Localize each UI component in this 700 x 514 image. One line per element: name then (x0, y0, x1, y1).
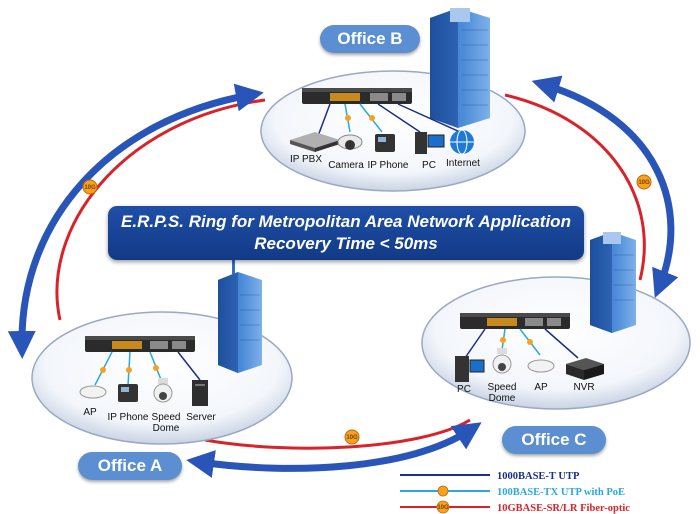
speed-dome-icon (153, 378, 173, 403)
camera-icon (337, 134, 363, 150)
device-label: AP (83, 407, 97, 418)
building-office-b (430, 8, 490, 128)
office-a-label: Office A (78, 452, 182, 480)
device-label: IP Phone (108, 412, 149, 423)
switch-office-a (85, 336, 195, 352)
ap-icon (527, 359, 555, 373)
legend-item-fiber: 10G 10GBASE-SR/LR Fiber-optic (400, 500, 630, 514)
server-icon (192, 380, 208, 406)
svg-text:Speed: Speed (152, 412, 181, 423)
speed-dome-icon (492, 348, 512, 374)
pc-icon (455, 356, 485, 382)
svg-text:100BASE-TX UTP with PoE: 100BASE-TX UTP with PoE (497, 487, 625, 498)
links-office-a (94, 351, 201, 386)
device-label: Speed Dome (488, 382, 517, 404)
ring-tag-left: 10G (82, 179, 98, 195)
ring-arrows (7, 75, 679, 478)
device-label: Speed Dome (152, 412, 181, 434)
device-label: IP Phone (368, 160, 409, 171)
pc-icon (415, 132, 445, 154)
svg-text:Speed: Speed (488, 382, 517, 393)
svg-text:10G: 10G (437, 505, 449, 511)
svg-text:Dome: Dome (489, 393, 516, 404)
internet-globe-icon (450, 129, 474, 155)
ip-phone-icon (118, 384, 138, 402)
legend-item-poe: 100BASE-TX UTP with PoE (400, 485, 625, 498)
building-office-a (218, 260, 262, 373)
nvr-icon (566, 358, 604, 380)
device-label: NVR (573, 382, 594, 393)
device-label: Server (186, 412, 216, 423)
device-label: IP PBX (290, 154, 322, 165)
legend: 1000BASE-T UTP 100BASE-TX UTP with PoE 1… (400, 471, 630, 514)
office-b-label: Office B (320, 25, 420, 53)
legend-item-utp: 1000BASE-T UTP (400, 471, 580, 482)
ip-pbx-icon (290, 132, 340, 152)
device-label: Camera (328, 160, 364, 171)
svg-text:1000BASE-T UTP: 1000BASE-T UTP (497, 471, 580, 482)
device-label: AP (534, 382, 548, 393)
device-label: Internet (446, 158, 480, 169)
ring-tag-bottom: 10G (344, 429, 360, 445)
ap-icon (79, 385, 107, 399)
device-label: PC (457, 384, 471, 395)
svg-text:10GBASE-SR/LR Fiber-optic: 10GBASE-SR/LR Fiber-optic (497, 503, 630, 514)
title-line-1: E.R.P.S. Ring for Metropolitan Area Netw… (121, 212, 571, 231)
building-office-c (590, 232, 636, 333)
ip-phone-icon (375, 134, 395, 152)
device-label: PC (422, 160, 436, 171)
office-c-label: Office C (502, 426, 606, 454)
switch-office-c (460, 313, 570, 329)
switch-office-b (302, 88, 412, 104)
ring-tag-right: 10G (636, 174, 652, 190)
svg-text:10G: 10G (638, 180, 650, 186)
diagram-title: E.R.P.S. Ring for Metropolitan Area Netw… (108, 206, 584, 260)
title-line-2: Recovery Time < 50ms (254, 234, 438, 253)
svg-text:Dome: Dome (153, 423, 180, 434)
svg-text:10G: 10G (84, 185, 96, 191)
links-office-b (317, 103, 461, 137)
svg-text:10G: 10G (346, 435, 358, 441)
links-office-c (464, 328, 579, 359)
